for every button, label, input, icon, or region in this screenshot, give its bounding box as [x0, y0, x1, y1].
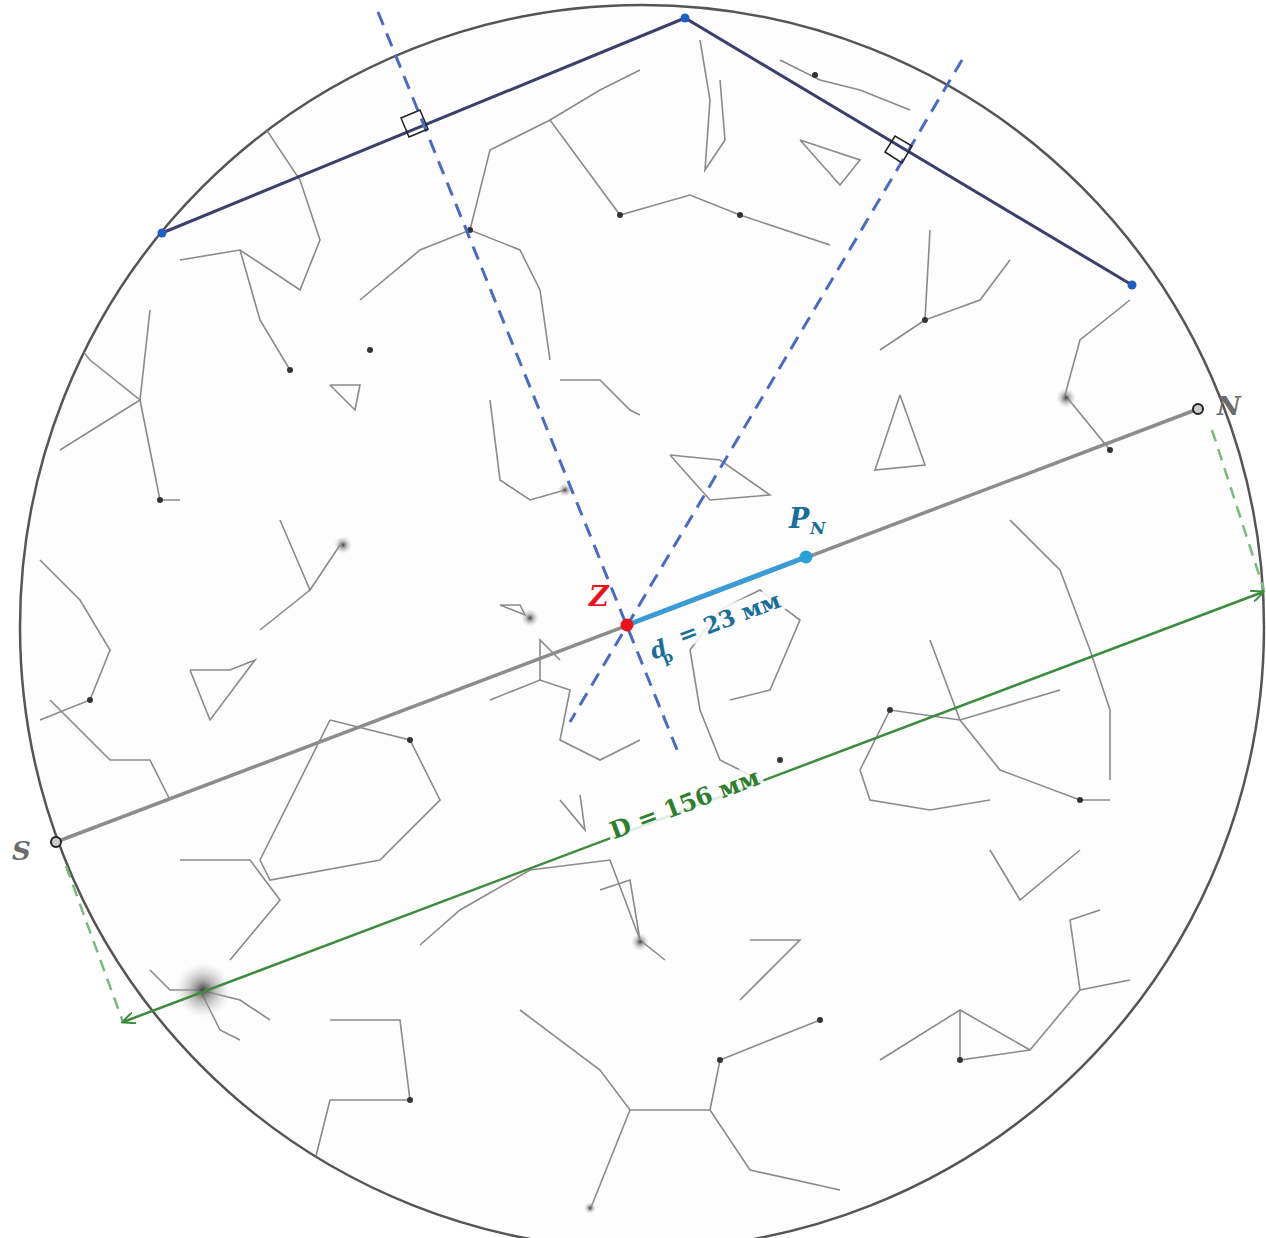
right-angle-marks — [401, 110, 912, 163]
pole-subscript: N — [810, 520, 826, 537]
extension-line — [1212, 430, 1264, 590]
horizon-circle — [20, 5, 1264, 1238]
pole-label: P — [789, 505, 809, 532]
chord-lines — [162, 18, 1132, 285]
south-point: S — [12, 838, 31, 864]
north-point: N — [1217, 393, 1241, 419]
perpendicular-bisector — [570, 60, 962, 722]
diameter-dimension — [123, 592, 1263, 1022]
stars — [87, 72, 1113, 1214]
perpendicular-bisector — [378, 12, 680, 757]
zenith-label: Z — [589, 583, 609, 610]
meridian-line — [56, 409, 1198, 842]
extension-line — [66, 866, 123, 1022]
